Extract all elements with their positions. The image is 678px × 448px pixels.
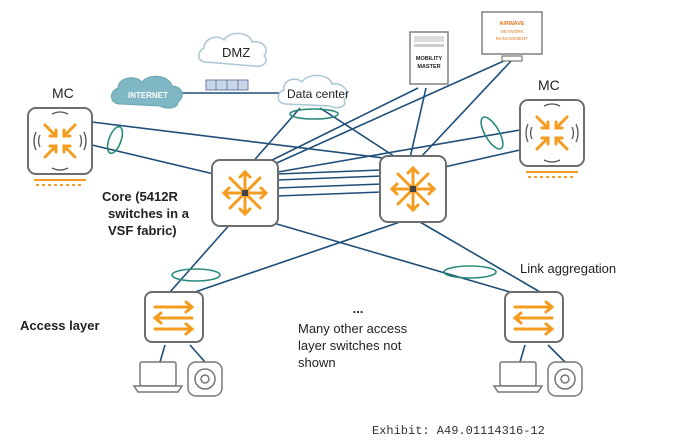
lag-ring-access-left xyxy=(171,268,221,282)
airwave-label-3: MANAGEMENT xyxy=(496,36,529,41)
mobility-master-server: MOBILITY MASTER xyxy=(409,31,449,85)
link-dc-core-left xyxy=(249,107,301,166)
core-switch-left xyxy=(211,159,279,227)
link-aggregation-label: Link aggregation xyxy=(520,261,616,276)
network-links xyxy=(91,59,566,363)
mc-left-controller xyxy=(27,107,93,186)
data-center-cloud: Data center xyxy=(277,74,349,109)
mc-right-controller xyxy=(519,99,585,178)
link-access-left-ap xyxy=(189,344,206,363)
orange-bidirectional-arrows-icon xyxy=(152,300,195,336)
link-mm-core-right xyxy=(409,87,427,159)
ellipsis-label: ... xyxy=(353,301,364,316)
lag-ring-mc-right xyxy=(480,116,504,150)
dmz-device xyxy=(205,79,249,91)
airwave-monitor: AIRWAVE NETWORK MANAGEMENT xyxy=(481,11,543,62)
mobility-master-label-2: MASTER xyxy=(417,64,440,70)
internet-label: INTERNET xyxy=(128,91,168,100)
link-access-right-laptop xyxy=(519,344,526,363)
wireless-ap-icon xyxy=(187,361,223,397)
link-airwave-core-right xyxy=(419,59,513,159)
link-vsf-1 xyxy=(276,169,383,175)
exhibit-caption: Exhibit: A49.01114316-12 xyxy=(372,424,545,438)
access-switch-left xyxy=(144,291,204,343)
airwave-label-1: AIRWAVE xyxy=(499,21,524,27)
link-mc-left-core-left xyxy=(91,144,219,176)
mc-right-label: MC xyxy=(538,77,560,93)
wifi-waves-icon xyxy=(525,103,579,163)
core-switch-right xyxy=(379,155,447,223)
link-access-left-laptop xyxy=(159,344,166,363)
other-switches-line-3: shown xyxy=(298,355,336,370)
lag-ring-data-center xyxy=(289,108,339,120)
link-mc-left-core-right xyxy=(91,121,401,161)
wireless-ap-icon xyxy=(547,361,583,397)
core-label-line-3: VSF fabric) xyxy=(108,223,177,238)
link-mm-core-left xyxy=(261,87,419,166)
other-switches-line-1: Many other access xyxy=(298,321,408,336)
orange-inward-arrows-icon xyxy=(43,123,77,159)
laptop-icon xyxy=(492,361,544,393)
core-label-line-1: Core (5412R xyxy=(102,189,178,204)
access-layer-label: Access layer xyxy=(20,318,100,333)
lag-ring-access-right xyxy=(443,265,497,279)
link-airwave-core-left xyxy=(269,59,507,167)
other-switches-line-2: layer switches not xyxy=(298,338,402,353)
core-label-line-2: switches in a xyxy=(108,206,190,221)
airwave-label-2: NETWORK xyxy=(501,29,524,34)
access-switch-right xyxy=(504,291,564,343)
laptop-icon xyxy=(132,361,184,393)
mobility-master-label-1: MOBILITY xyxy=(416,56,443,62)
other-switches-note: Many other access layer switches not sho… xyxy=(298,321,408,370)
internet-cloud: INTERNET xyxy=(111,75,183,109)
lag-ring-mc-left xyxy=(106,125,124,155)
link-vsf-4 xyxy=(276,191,383,197)
link-aggregation-rings xyxy=(106,108,504,282)
mc-left-label: MC xyxy=(52,85,74,101)
link-core-right-access-left xyxy=(194,221,401,293)
link-access-right-ap xyxy=(547,344,566,363)
data-center-label: Data center xyxy=(287,87,349,101)
mc-right-base xyxy=(526,171,578,178)
link-vsf-3 xyxy=(276,183,383,189)
wifi-waves-icon xyxy=(33,111,87,171)
orange-inward-arrows-icon xyxy=(535,115,569,151)
link-mc-right-core-right xyxy=(439,149,521,169)
mc-left-base xyxy=(34,179,86,186)
core-label: Core (5412R switches in a VSF fabric) xyxy=(102,189,190,238)
link-core-right-access-right xyxy=(419,221,541,293)
dmz-cloud: DMZ xyxy=(198,32,267,68)
link-mc-right-core-left xyxy=(277,129,521,173)
dmz-label: DMZ xyxy=(222,45,250,60)
orange-bidirectional-arrows-icon xyxy=(512,300,555,336)
link-core-left-access-right xyxy=(269,221,511,293)
link-vsf-2 xyxy=(276,175,383,181)
